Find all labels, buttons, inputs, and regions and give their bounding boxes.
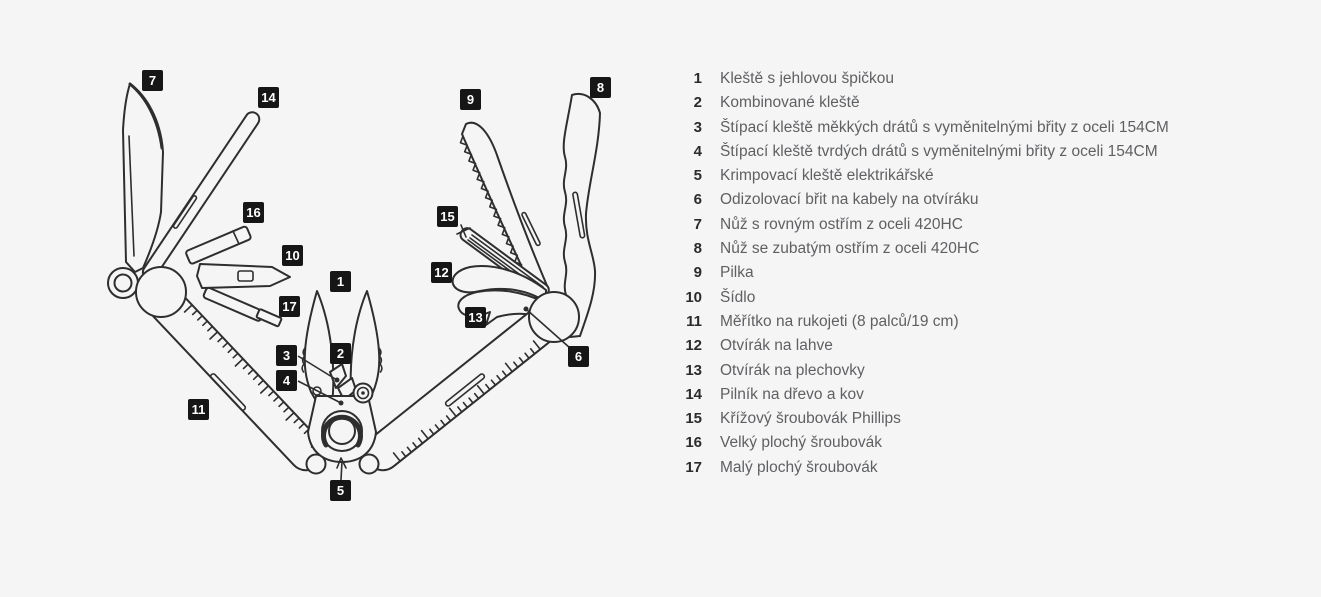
badge-17: 17 (279, 296, 300, 317)
large-flat-screwdriver (185, 225, 252, 265)
badge-6: 6 (568, 346, 589, 367)
legend-item: 4 Štípací kleště tvrdých drátů s vyměnite… (660, 140, 1300, 164)
legend-item-label: Malý plochý šroubovák (720, 458, 878, 476)
badge-12: 12 (431, 262, 452, 283)
legend-item-label: Měřítko na rukojeti (8 palců/19 cm) (720, 312, 959, 330)
legend-item-number: 8 (693, 240, 702, 258)
legend-item-number: 10 (685, 288, 702, 306)
legend-item: 11 Měřítko na rukojeti (8 palců/19 cm) (660, 310, 1300, 334)
legend-item-label: Pilka (720, 264, 754, 282)
legend-item-number: 7 (693, 215, 702, 233)
badge-4: 4 (276, 370, 297, 391)
badge-3: 3 (276, 345, 297, 366)
legend-item-number: 12 (685, 337, 702, 355)
right-handle-head (528, 291, 580, 343)
legend-item-label: Nůž s rovným ostřím z oceli 420HC (720, 215, 963, 233)
spring-arc (321, 414, 363, 448)
legend-item-label: Pilník na dřevo a kov (720, 385, 864, 403)
badge-15: 15 (437, 206, 458, 227)
legend-item: 15 Křížový šroubovák Phillips (660, 407, 1300, 431)
legend-item-number: 5 (693, 167, 702, 185)
left-handle (107, 266, 327, 475)
legend-item-number: 4 (693, 142, 702, 160)
plain-knife-blade (122, 82, 164, 273)
legend-item-label: Krimpovací kleště elektrikářské (720, 167, 934, 185)
legend-item-label: Otvírák na plechovky (720, 361, 865, 379)
can-opener (457, 289, 547, 326)
legend-item-label: Štípací kleště měkkých drátů s vyměnitel… (720, 118, 1169, 136)
legend-item-label: Odizolovací břit na kabely na otvíráku (720, 191, 979, 209)
legend-item-number: 15 (685, 410, 702, 428)
legend-item: 12 Otvírák na lahve (660, 334, 1300, 358)
legend-item-label: Kleště s jehlovou špičkou (720, 70, 895, 87)
legend-item: 5 Krimpovací kleště elektrikářské (660, 164, 1300, 188)
badge-1: 1 (330, 271, 351, 292)
legend-item-label: Křížový šroubovák Phillips (720, 410, 901, 428)
legend-item: 13 Otvírák na plechovky (660, 359, 1300, 383)
badge-2: 2 (330, 343, 351, 364)
right-rivet (358, 453, 380, 475)
right-handle (358, 291, 580, 475)
legend-item-label: Kombinované kleště (720, 94, 860, 112)
small-flat-screwdriver (202, 286, 283, 328)
legend-item: 8 Nůž se zubatým ostřím z oceli 420HC (660, 237, 1300, 261)
legend-item: 1 Kleště s jehlovou špičkou (660, 67, 1300, 91)
badge-13: 13 (465, 307, 486, 328)
wire-cutter-blade (329, 363, 347, 389)
legend-list: 1 Kleště s jehlovou špičkou 2 Kombinované … (660, 67, 1300, 480)
legend-item-number: 11 (686, 312, 702, 330)
legend-item-number: 2 (693, 94, 702, 112)
legend-item-number: 13 (685, 361, 702, 379)
legend-item: 6 Odizolovací břit na kabely na otvíráku (660, 188, 1300, 212)
legend-item-label: Nůž se zubatým ostřím z oceli 420HC (720, 240, 980, 258)
multitool-diagram: 1 2 3 4 5 6 7 8 9 10 11 12 13 14 15 16 1… (0, 0, 660, 597)
crimper-notch (336, 457, 347, 469)
legend-item: 9 Pilka (660, 261, 1300, 285)
legend-item: 7 Nůž s rovným ostřím z oceli 420HC (660, 213, 1300, 237)
legend-item-number: 16 (685, 434, 702, 452)
badge-7: 7 (142, 70, 163, 91)
legend-item-number: 6 (693, 191, 702, 209)
legend-item-label: Štípací kleště tvrdých drátů s vyměnitel… (720, 142, 1158, 160)
right-ruler-ticks (392, 340, 541, 462)
awl (196, 263, 291, 289)
legend-item-label: Velký plochý šroubovák (720, 434, 882, 452)
legend-item: 16 Velký plochý šroubovák (660, 431, 1300, 455)
leader-lines (297, 306, 571, 481)
legend-item-number: 17 (685, 458, 702, 476)
multitool-line-art (107, 82, 601, 481)
pliers (301, 290, 383, 469)
left-ruler-ticks (183, 304, 320, 448)
legend-item: 3 Štípací kleště měkkých drátů s vyměnite… (660, 116, 1300, 140)
badge-5: 5 (330, 480, 351, 501)
legend-item-label: Otvírák na lahve (720, 337, 833, 355)
legend-item-number: 1 (693, 70, 702, 87)
badge-16: 16 (243, 202, 264, 223)
legend-item: 10 Šídlo (660, 286, 1300, 310)
badge-10: 10 (282, 245, 303, 266)
badge-14: 14 (258, 87, 279, 108)
badge-8: 8 (590, 77, 611, 98)
legend-item-number: 3 (693, 118, 702, 136)
left-rivet (305, 453, 327, 475)
legend-item: 2 Kombinované kleště (660, 91, 1300, 115)
badge-11: 11 (188, 399, 209, 420)
legend-item: 17 Malý plochý šroubovák (660, 456, 1300, 480)
legend-item-number: 9 (693, 264, 702, 282)
legend-item: 14 Pilník na dřevo a kov (660, 383, 1300, 407)
legend-item-number: 14 (685, 385, 702, 403)
badge-9: 9 (460, 89, 481, 110)
legend-item-label: Šídlo (720, 288, 756, 306)
left-handle-head (135, 266, 187, 318)
